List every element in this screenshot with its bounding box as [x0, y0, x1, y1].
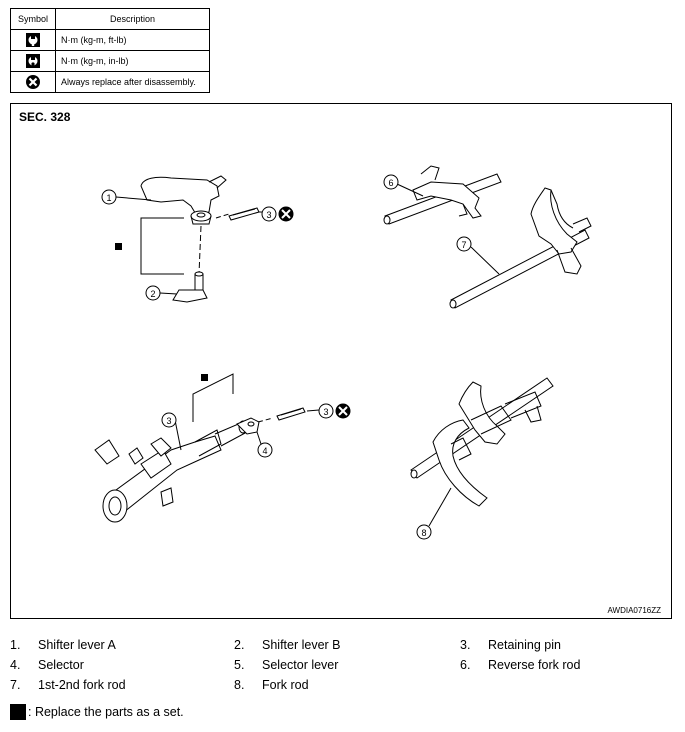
callout-6-text: 6 [388, 178, 393, 188]
callout-leader [159, 292, 178, 295]
symbol-row: N·m (kg-m, in-lb) [10, 50, 210, 72]
always-replace-icon [335, 403, 351, 419]
set-bracket [140, 217, 184, 275]
parts-legend: 1. Shifter lever A 2. Shifter lever B 3.… [10, 638, 680, 698]
callout-3-text: 3 [323, 407, 328, 417]
description-header: Description [55, 8, 210, 30]
legend-row: 1. Shifter lever A 2. Shifter lever B 3.… [10, 638, 680, 658]
figure-code: AWDIA0716ZZ [607, 606, 662, 615]
callout-1-text: 1 [106, 193, 111, 203]
callout-2 [145, 285, 161, 301]
callout-5-text: 4 [262, 446, 267, 456]
fork-rod-assembly-part [410, 377, 554, 507]
exploded-diagram: SEC. 328 AWDIA0716ZZ 1 2 [10, 103, 672, 619]
symbol-row: Always replace after disassembly. [10, 71, 210, 93]
legend-number: 7. [10, 678, 21, 692]
legend-label: Reverse fork rod [488, 658, 581, 672]
legend-label: Shifter lever B [262, 638, 341, 652]
symbol-header: Symbol [10, 8, 56, 30]
retaining-pin-part [276, 407, 306, 421]
set-marker-icon [10, 704, 26, 720]
legend-number: 1. [10, 638, 21, 652]
callout-3 [261, 206, 277, 222]
always-replace-icon [278, 206, 294, 222]
callout-8 [416, 524, 432, 540]
set-replacement-note: : Replace the parts as a set. [10, 704, 184, 720]
callout-leader [306, 409, 320, 412]
torque-wrench-icon [26, 33, 40, 47]
selector-part [94, 420, 248, 523]
legend-label: Fork rod [262, 678, 309, 692]
legend-label: Selector [38, 658, 84, 672]
legend-label: 1st-2nd fork rod [38, 678, 126, 692]
callout-4-text: 3 [166, 416, 171, 426]
always-replace-icon [26, 75, 40, 89]
legend-number: 3. [460, 638, 471, 652]
symbol-table: Symbol Description N·m (kg-m, ft-lb) N·m… [10, 8, 210, 93]
section-label: SEC. 328 [19, 110, 71, 124]
callout-3 [318, 403, 334, 419]
callout-8-text: 8 [421, 528, 426, 538]
callout-7 [456, 236, 472, 252]
callout-5 [257, 442, 273, 458]
callout-leader [428, 487, 452, 527]
callout-leader [174, 419, 182, 451]
legend-number: 6. [460, 658, 471, 672]
legend-label: Retaining pin [488, 638, 561, 652]
first-second-fork-rod-part [449, 187, 592, 309]
set-marker-icon [201, 374, 208, 381]
legend-number: 2. [234, 638, 245, 652]
callout-1 [101, 189, 117, 205]
set-marker-icon [115, 243, 122, 250]
callout-leader [396, 183, 424, 197]
symbol-row: N·m (kg-m, ft-lb) [10, 29, 210, 51]
callout-2-text: 2 [150, 289, 155, 299]
assembly-line [215, 213, 230, 219]
diagram-artwork: 1 2 3 6 [94, 165, 592, 540]
callout-4 [161, 412, 177, 428]
callout-7-text: 7 [461, 240, 466, 250]
torque-wrench-small-icon [26, 54, 40, 68]
callout-leader [470, 246, 500, 275]
callout-leader [115, 196, 152, 201]
legend-label: Shifter lever A [38, 638, 116, 652]
legend-number: 4. [10, 658, 21, 672]
set-bracket [192, 373, 234, 422]
legend-row: 4. Selector 5. Selector lever 6. Reverse… [10, 658, 680, 678]
retaining-pin-part [228, 207, 260, 221]
callout-6 [383, 174, 399, 190]
symbol-description: N·m (kg-m, ft-lb) [55, 29, 210, 51]
shifter-lever-a-part [140, 175, 227, 225]
callout-leader [256, 431, 262, 445]
assembly-line [198, 225, 202, 275]
legend-number: 5. [234, 658, 245, 672]
legend-row: 7. 1st-2nd fork rod 8. Fork rod [10, 678, 680, 698]
note-text: : Replace the parts as a set. [28, 705, 184, 719]
symbol-description: N·m (kg-m, in-lb) [55, 50, 210, 72]
symbol-description: Always replace after disassembly. [55, 71, 210, 93]
reverse-fork-rod-part [383, 165, 502, 225]
selector-lever-part [236, 417, 260, 435]
callout-3-text: 3 [266, 210, 271, 220]
shifter-lever-b-part [172, 271, 208, 303]
legend-label: Selector lever [262, 658, 339, 672]
assembly-line [257, 417, 274, 423]
legend-number: 8. [234, 678, 245, 692]
